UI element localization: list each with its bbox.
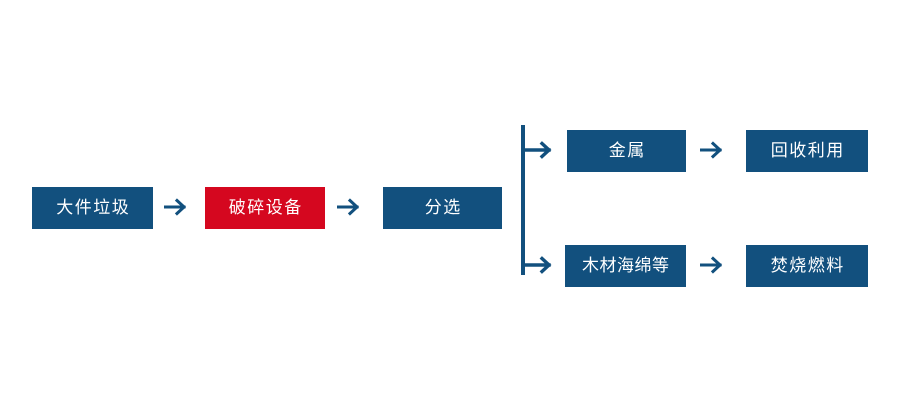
arrow-right-icon-wood-fuel — [700, 254, 730, 278]
node-sorting: 分选 — [383, 187, 502, 229]
node-wood-sponge: 木材海绵等 — [565, 245, 686, 287]
node-metal: 金属 — [567, 130, 686, 172]
arrow-right-icon-metal-recycle — [700, 139, 730, 163]
node-incineration-fuel: 焚烧燃料 — [746, 245, 868, 287]
node-crusher: 破碎设备 — [205, 187, 325, 229]
node-recycle: 回收利用 — [746, 130, 868, 172]
split-bracket-connector — [519, 123, 571, 277]
node-source: 大件垃圾 — [32, 187, 153, 229]
arrow-right-icon-source-crusher — [164, 196, 194, 220]
arrow-right-icon-crusher-sorting — [337, 196, 367, 220]
